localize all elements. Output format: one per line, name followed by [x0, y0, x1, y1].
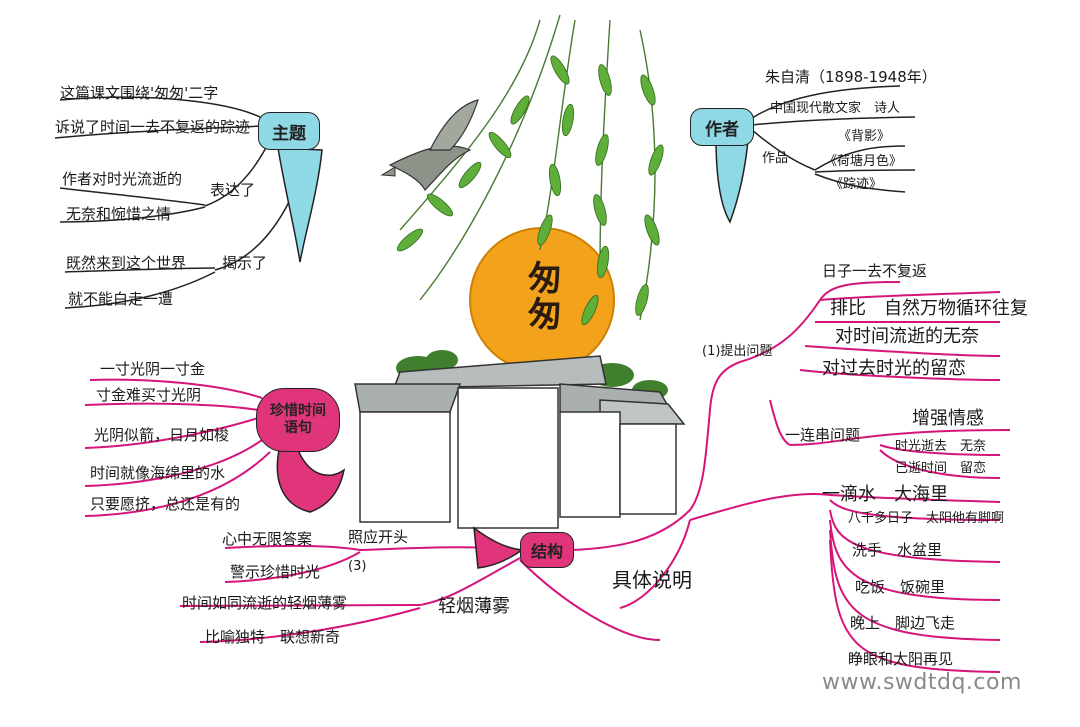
author-bubble-tail — [715, 137, 749, 224]
echo-num: (3) — [348, 559, 367, 574]
concrete-label: 具体说明 — [612, 568, 692, 592]
concrete-item-4: 晚上 脚边飞走 — [850, 614, 956, 632]
theme-revealed-2: 就不能白走一遭 — [68, 290, 174, 308]
author-identity: 中国现代散文家 诗人 — [770, 101, 901, 116]
pavilion — [354, 355, 686, 529]
watermark: www.swdtdq.com — [822, 670, 1022, 695]
theme-expressed-2: 无奈和惋惜之情 — [66, 205, 172, 223]
questions-item-1: 排比 自然万物循环往复 — [830, 298, 1028, 319]
structure-branches — [179, 281, 1011, 673]
author-work-3: 《踪迹》 — [830, 177, 883, 192]
proverb-branches — [84, 378, 271, 517]
concrete-item-2: 洗手 水盆里 — [852, 541, 943, 559]
proverb-3: 光阴似箭，日月如梭 — [94, 426, 230, 444]
proverb-4: 时间就像海绵里的水 — [90, 464, 226, 482]
theme-expressed: 表达了 — [210, 181, 256, 199]
smoke-line-1: 时间如同流逝的轻烟薄雾 — [182, 594, 348, 612]
theme-bubble-tail — [277, 147, 323, 263]
echo-line-1: 心中无限答案 — [222, 530, 313, 548]
author-branches — [751, 85, 916, 193]
author-name: 朱自清（1898-1948年） — [765, 68, 937, 86]
theme-label: 主题 — [272, 123, 306, 144]
echo-line-2: 警示珍惜时光 — [230, 563, 321, 581]
proverb-1: 一寸光阴一寸金 — [100, 360, 206, 378]
proverb-label: 珍惜时间语句 — [270, 403, 326, 436]
theme-line-2: 诉说了时间一去不复返的踪迹 — [55, 118, 251, 136]
questions-chain-2: 已逝时间 留恋 — [895, 461, 987, 476]
author-label: 作者 — [705, 119, 739, 140]
theme-revealed: 揭示了 — [222, 254, 268, 272]
willow-leaves — [396, 55, 664, 326]
author-works-label: 作品 — [762, 151, 789, 166]
questions-top: 日子一去不复返 — [822, 262, 928, 280]
smoke-line-2: 比喻独特 联想新奇 — [205, 628, 341, 646]
theme-revealed-1: 既然来到这个世界 — [66, 254, 187, 272]
questions-chain-1: 时光逝去 无奈 — [895, 439, 987, 454]
proverb-2: 寸金难买寸光阴 — [96, 386, 202, 404]
theme-branches — [54, 96, 291, 309]
structure-node: 结构 — [520, 532, 574, 568]
author-bubble: 作者 — [690, 108, 754, 146]
echo-label: 照应开头 — [348, 528, 409, 546]
concrete-item-5: 睁眼和太阳再见 — [848, 650, 954, 668]
concrete-item-3: 吃饭 饭碗里 — [855, 578, 946, 596]
theme-bubble: 主题 — [258, 112, 320, 150]
proverb-5: 只要愿挤，总还是有的 — [90, 495, 241, 513]
concrete-item-1: 八千多日子 太阳他有脚啊 — [848, 511, 1005, 526]
structure-label: 结构 — [530, 542, 563, 561]
center-title: 匆匆 — [528, 259, 562, 335]
questions-chain-head: 增强情感 — [912, 408, 984, 429]
theme-expressed-1: 作者对时光流逝的 — [62, 170, 183, 188]
questions-item-2: 对时间流逝的无奈 — [835, 326, 979, 347]
author-work-2: 《荷塘月色》 — [824, 154, 903, 169]
proverb-bubble: 珍惜时间语句 — [256, 388, 340, 452]
center-illustration — [354, 14, 686, 529]
author-work-1: 《背影》 — [838, 129, 891, 144]
questions-chain: 一连串问题 — [785, 426, 861, 444]
questions-label: (1)提出问题 — [702, 344, 773, 359]
concrete-drop: 一滴水 大海里 — [822, 484, 948, 505]
theme-line-1: 这篇课文围绕'匆匆'二字 — [60, 84, 219, 102]
proverb-bubble-tail — [276, 444, 346, 513]
questions-item-3: 对过去时光的留恋 — [822, 358, 966, 379]
bird-icon — [380, 99, 479, 192]
smoke-label: 轻烟薄雾 — [438, 596, 510, 617]
